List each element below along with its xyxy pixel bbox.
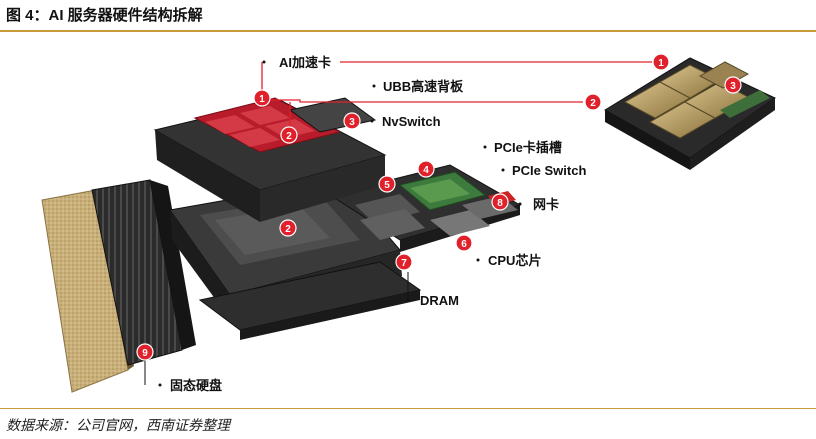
label-pcie-slot: PCIe卡插槽 (494, 140, 562, 155)
svg-text:9: 9 (142, 348, 148, 359)
label-ai-accelerator: AI加速卡 (279, 55, 331, 70)
marker-1b: 1 (652, 53, 670, 71)
svg-text:1: 1 (259, 94, 265, 105)
figure-title: 图 4：AI 服务器硬件结构拆解 (6, 7, 203, 24)
marker-2a: 2 (280, 126, 298, 144)
svg-text:2: 2 (590, 98, 596, 109)
label-ubb-backplane: UBB高速背板 (383, 79, 464, 94)
svg-text:6: 6 (461, 239, 467, 250)
svg-text:7: 7 (401, 258, 407, 269)
svg-text:3: 3 (349, 117, 355, 128)
label-pcie-switch: PCIe Switch (512, 163, 586, 178)
svg-text:4: 4 (423, 165, 429, 176)
marker-9: 9 (136, 343, 154, 361)
ssd-drive-image (41, 179, 196, 393)
svg-text:2: 2 (285, 224, 291, 235)
svg-text:8: 8 (497, 198, 503, 209)
label-nvswitch: NvSwitch (382, 114, 441, 129)
marker-8: 8 (491, 193, 509, 211)
server-exploded-diagram: AI加速卡 UBB高速背板 NvSwitch PCIe卡插槽 PCIe Swit… (41, 53, 776, 393)
label-cpu: CPU芯片 (488, 253, 541, 268)
marker-3b: 3 (724, 76, 742, 94)
svg-text:3: 3 (730, 81, 736, 92)
label-dram: DRAM (420, 293, 459, 308)
upper-chassis-image (153, 97, 387, 222)
top-rule (0, 30, 816, 32)
svg-text:2: 2 (286, 131, 292, 142)
marker-2b: 2 (584, 93, 602, 111)
marker-7: 7 (395, 253, 413, 271)
marker-3a: 3 (343, 112, 361, 130)
motherboard-image (328, 164, 522, 252)
svg-text:1: 1 (658, 58, 664, 69)
marker-2c: 2 (279, 219, 297, 237)
marker-1a: 1 (253, 89, 271, 107)
label-nic: 网卡 (533, 197, 559, 212)
figure-source: 数据来源：公司官网，西南证券整理 (6, 417, 230, 433)
marker-5: 5 (378, 175, 396, 193)
hgx-board-image (604, 57, 776, 170)
lower-chassis-image (169, 179, 422, 340)
marker-4: 4 (417, 160, 435, 178)
svg-text:5: 5 (384, 180, 390, 191)
bottom-rule (0, 408, 816, 409)
marker-6: 6 (455, 234, 473, 252)
label-ssd: 固态硬盘 (170, 378, 222, 393)
leader-dots (144, 60, 522, 387)
